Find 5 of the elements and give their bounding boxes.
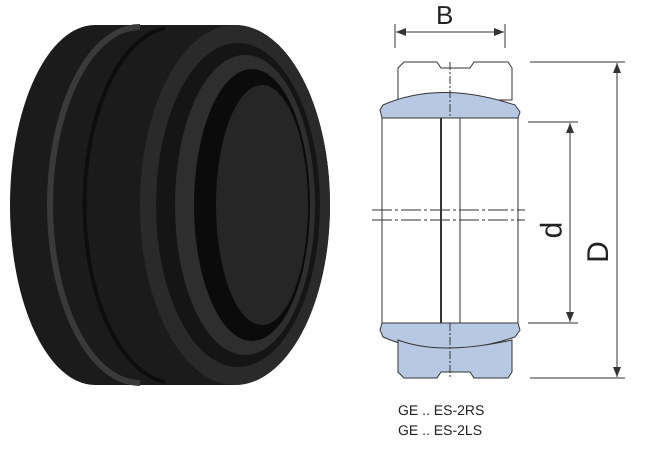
dimension-label: D [584, 241, 614, 263]
dimension-label: d [537, 222, 568, 238]
designation-label: GE .. ES-2LS [398, 423, 482, 437]
dimension-label: B [436, 2, 454, 28]
designation-label: GE .. ES-2RS [398, 403, 484, 417]
